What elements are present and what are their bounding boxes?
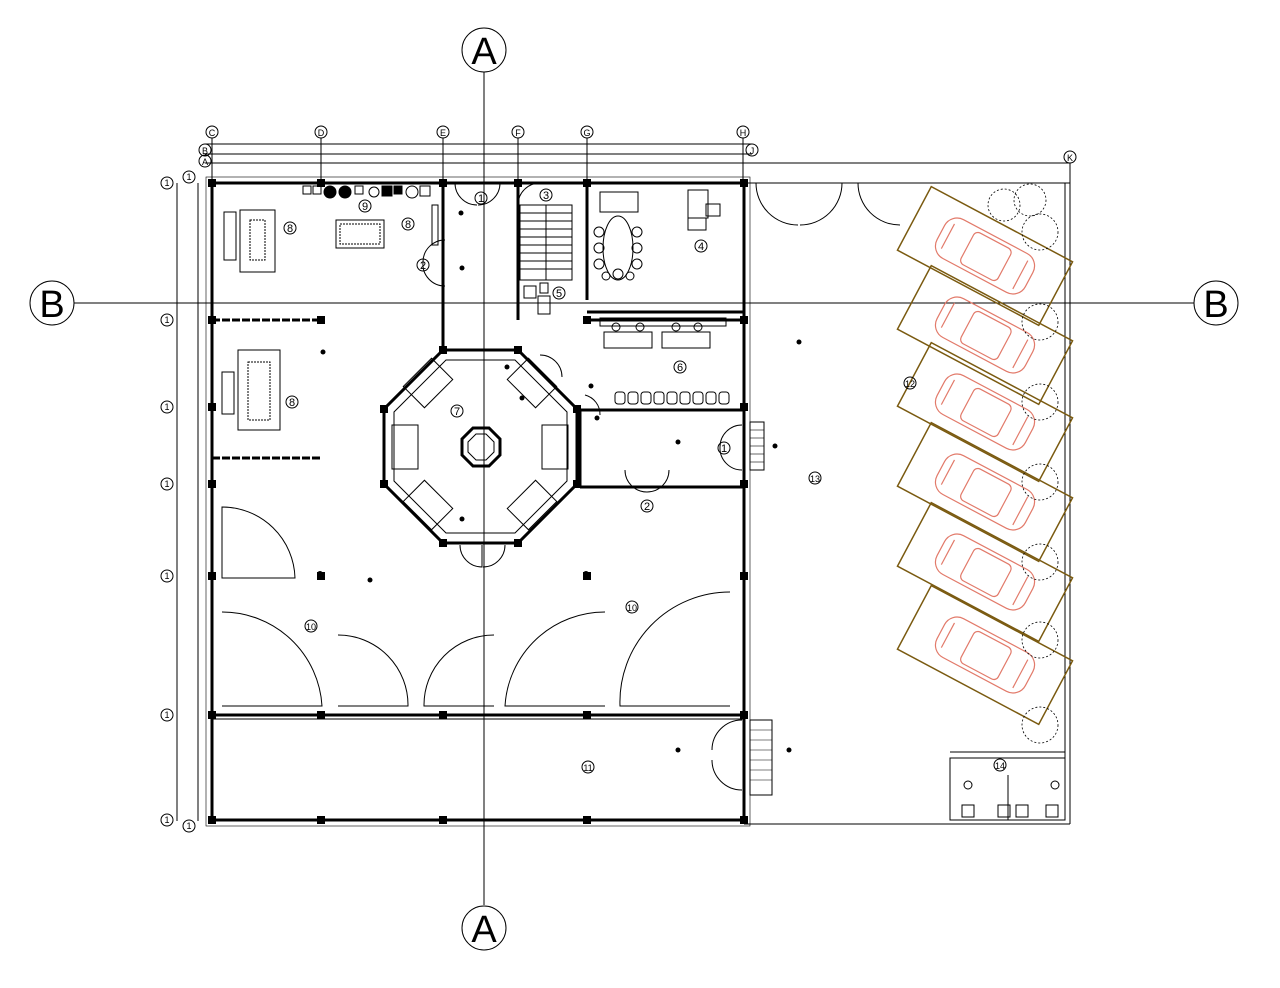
room-label-14: 14 bbox=[995, 761, 1005, 771]
col-label-h: H bbox=[740, 128, 747, 138]
room-label-11: 11 bbox=[583, 763, 592, 773]
row-label: 1 bbox=[164, 815, 169, 825]
row-label: 1 bbox=[186, 172, 191, 182]
room-label-8-a: 8 bbox=[287, 223, 293, 235]
doors bbox=[221, 182, 901, 791]
col-label-a: A bbox=[202, 157, 208, 167]
section-line-a: A A bbox=[461, 27, 507, 951]
parking-slot-4 bbox=[896, 421, 1074, 563]
building-walls bbox=[205, 163, 1071, 827]
parking-area bbox=[896, 185, 1074, 726]
room-label-2-north: 2 bbox=[420, 260, 426, 272]
column-grid-markers: C D E F G H B A J K bbox=[198, 125, 1077, 182]
structural-columns bbox=[208, 179, 748, 824]
row-label: 1 bbox=[164, 178, 169, 188]
room-label-10-east: 10 bbox=[627, 603, 637, 613]
room-label-8-b: 8 bbox=[405, 219, 411, 231]
row-grid-markers: 1 1 1 1 1 1 1 1 1 bbox=[160, 170, 199, 833]
col-label-g: G bbox=[583, 128, 590, 138]
room-label-7: 7 bbox=[454, 406, 460, 418]
col-label-d: D bbox=[318, 128, 325, 138]
room-label-2-south: 2 bbox=[644, 501, 650, 513]
room-label-12: 12 bbox=[905, 379, 915, 389]
parking-slot-6 bbox=[896, 584, 1074, 726]
parking-slot-5 bbox=[896, 501, 1074, 643]
room-label-1-top: 1 bbox=[478, 193, 484, 205]
level-markers bbox=[317, 210, 802, 753]
room-label-4: 4 bbox=[698, 241, 704, 253]
section-mark-b-left: B bbox=[39, 284, 64, 326]
col-label-c: C bbox=[209, 128, 216, 138]
room-label-6: 6 bbox=[677, 362, 683, 374]
room-label-8-c: 8 bbox=[289, 397, 295, 409]
parking-slot-1 bbox=[896, 185, 1074, 327]
col-label-e: E bbox=[440, 128, 446, 138]
room-label-9: 9 bbox=[362, 201, 368, 213]
row-label: 1 bbox=[164, 402, 169, 412]
section-mark-b-right: B bbox=[1203, 284, 1228, 326]
row-label: 1 bbox=[186, 821, 191, 831]
stairs bbox=[519, 204, 573, 281]
row-label: 1 bbox=[164, 479, 169, 489]
col-label-f: F bbox=[515, 128, 521, 138]
room-label-3: 3 bbox=[543, 190, 549, 202]
section-line-b: B B bbox=[29, 280, 1239, 326]
col-label-j: J bbox=[750, 146, 755, 156]
row-label: 1 bbox=[164, 571, 169, 581]
col-label-k: K bbox=[1067, 153, 1073, 163]
parking-slot-2 bbox=[896, 264, 1074, 406]
section-mark-a-top: A bbox=[471, 31, 497, 73]
section-mark-a-bottom: A bbox=[471, 909, 497, 951]
row-label: 1 bbox=[164, 315, 169, 325]
ramps bbox=[749, 421, 773, 796]
col-label-b: B bbox=[202, 146, 208, 156]
room-label-10-west: 10 bbox=[306, 622, 316, 632]
room-labels: 1 1 2 2 3 4 5 6 7 8 8 8 9 10 10 11 12 13… bbox=[283, 188, 1007, 774]
trees bbox=[987, 183, 1059, 744]
octagon-hall bbox=[380, 346, 581, 547]
row-label: 1 bbox=[164, 710, 169, 720]
room-label-1-east: 1 bbox=[721, 443, 727, 455]
room-label-5: 5 bbox=[556, 288, 562, 300]
parking-slot-3 bbox=[896, 341, 1074, 483]
furniture bbox=[221, 185, 1060, 818]
room-label-13: 13 bbox=[810, 474, 820, 484]
